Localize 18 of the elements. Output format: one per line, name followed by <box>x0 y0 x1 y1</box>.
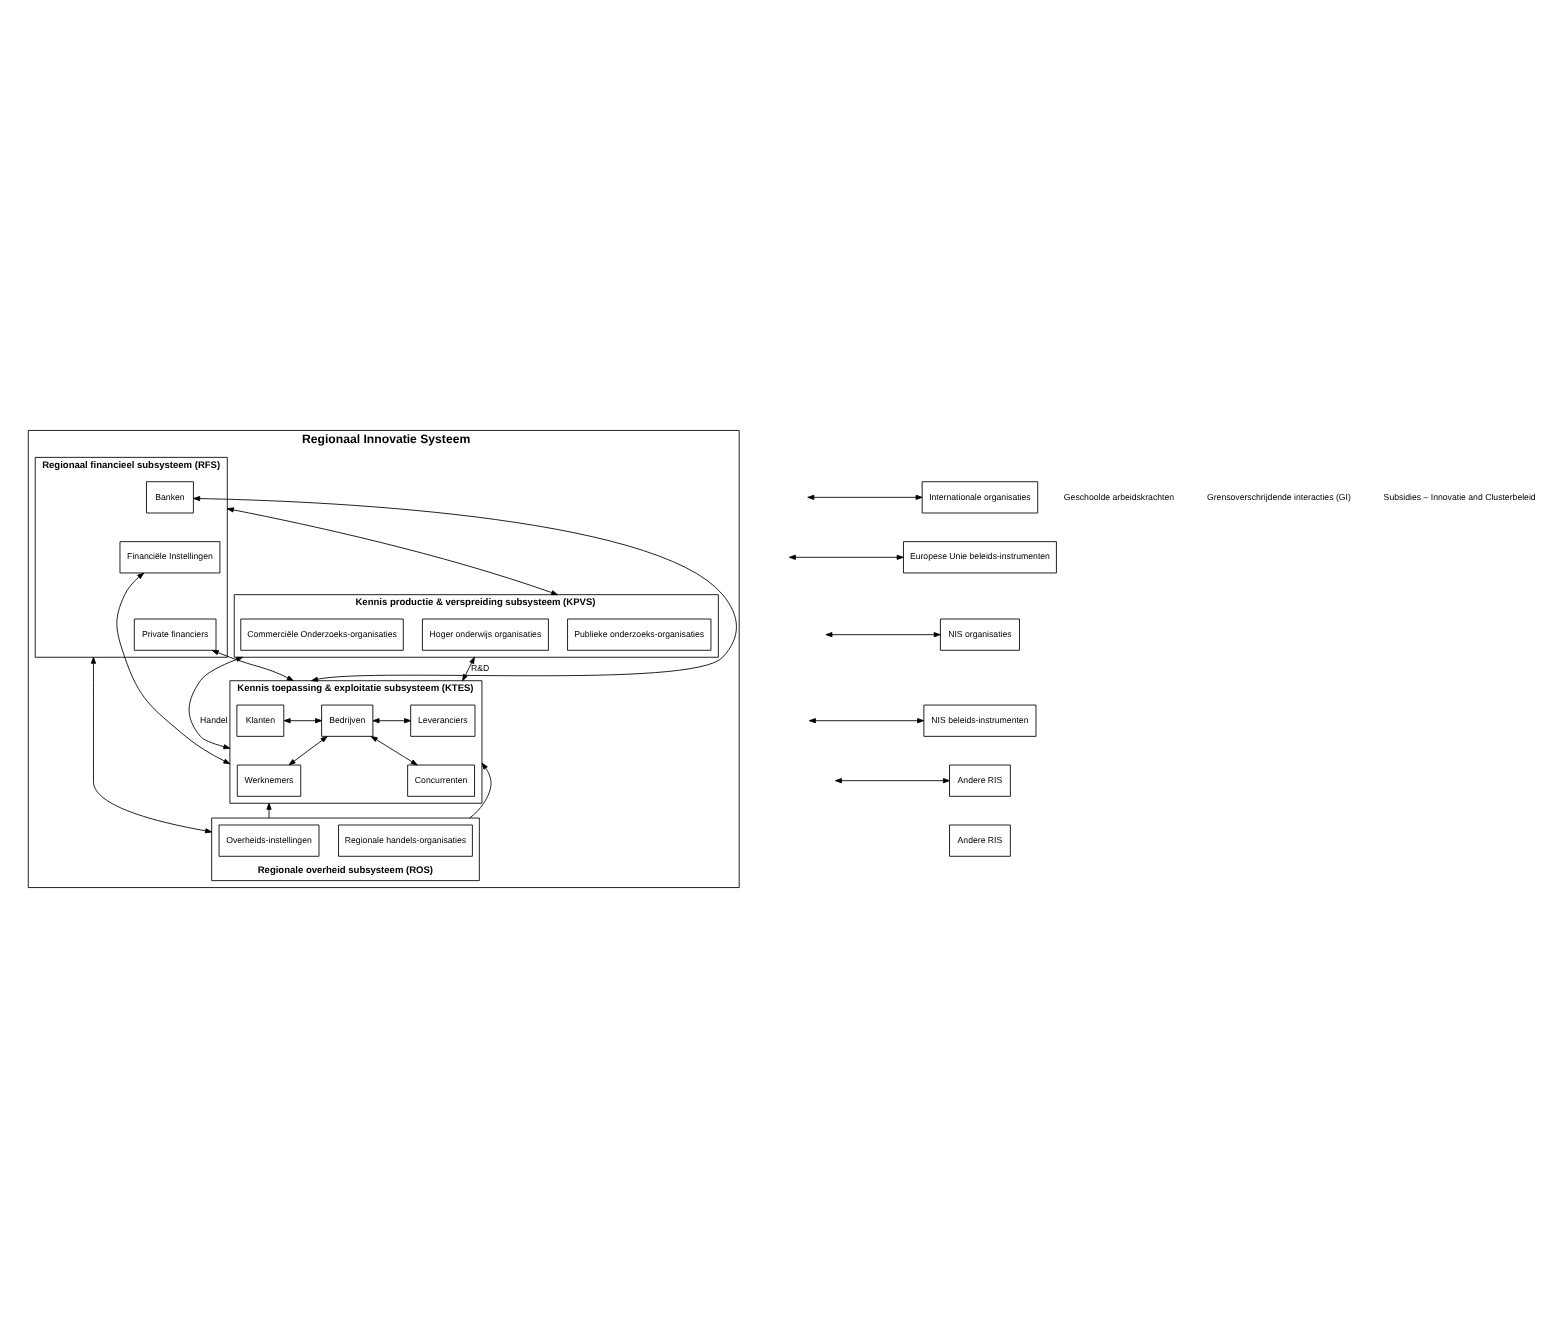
arrow <box>788 554 904 560</box>
arrow <box>116 572 231 765</box>
arrow <box>193 496 737 682</box>
arrow <box>372 718 412 724</box>
arrow <box>288 736 328 766</box>
arrow <box>834 778 950 784</box>
arrow <box>370 736 418 766</box>
arrow <box>283 718 322 724</box>
arrow <box>808 718 925 724</box>
arrow <box>825 632 941 638</box>
arrow <box>188 656 244 750</box>
arrow <box>90 656 213 834</box>
arrow <box>266 802 272 819</box>
arrow <box>226 507 558 596</box>
arrow <box>807 494 923 500</box>
arrow <box>469 762 492 819</box>
arrow <box>211 649 294 682</box>
arrow <box>462 656 475 682</box>
